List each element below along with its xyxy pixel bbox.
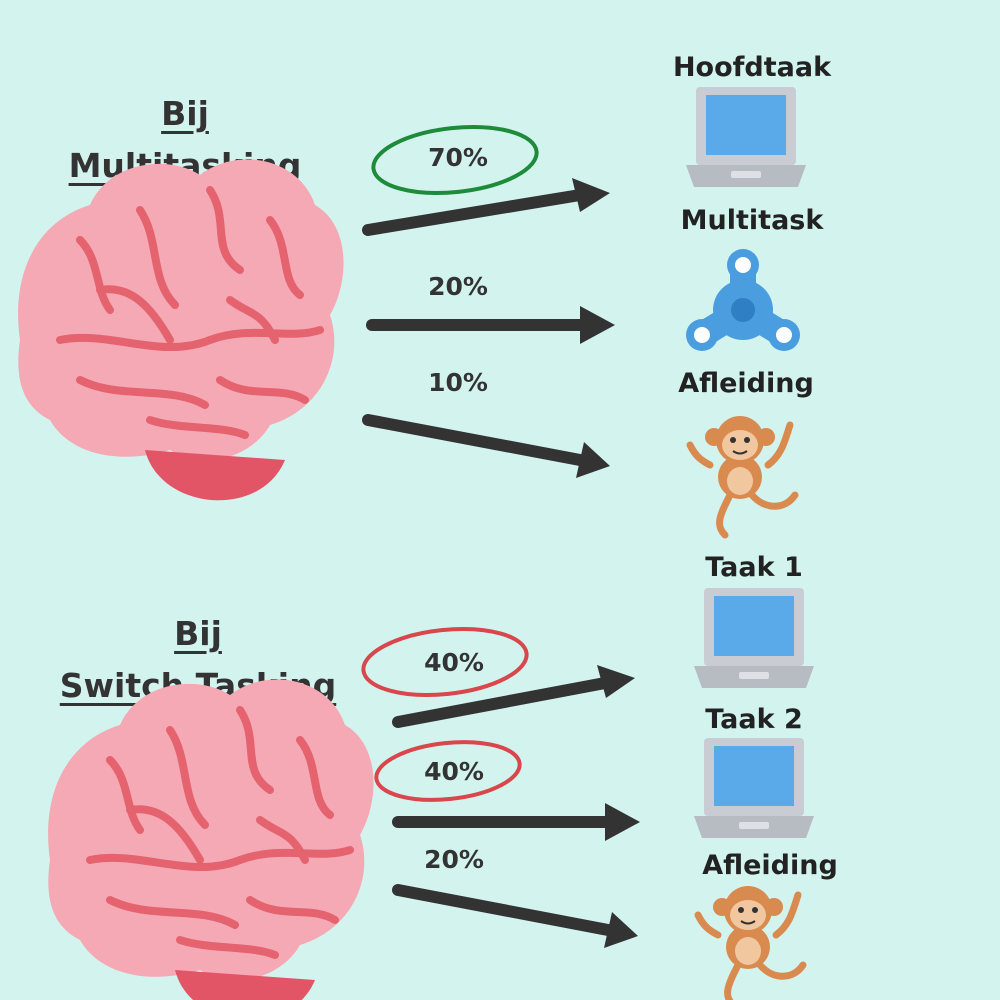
- multitasking-heading-line1: Bij: [161, 94, 209, 133]
- fidget-spinner-icon: [686, 249, 800, 351]
- arrow-afleiding-top: [362, 414, 586, 466]
- percent-label-taak-1: 40%: [424, 648, 484, 677]
- target-label-afleiding-top: Afleiding: [678, 368, 814, 399]
- red-highlight-circle-2: [374, 740, 522, 802]
- target-label-afleiding-bottom: Afleiding: [702, 850, 838, 881]
- target-label-multitask: Multitask: [680, 205, 824, 236]
- percent-label-multitask: 20%: [428, 272, 488, 301]
- brain-illustration-bottom: [48, 679, 373, 1000]
- green-highlight-circle: [371, 125, 539, 195]
- laptop-icon-taak-1: [694, 588, 814, 688]
- arrow-taak-1: [392, 677, 611, 728]
- target-label-taak-1: Taak 1: [705, 552, 803, 583]
- brain-illustration-top: [18, 159, 343, 500]
- percent-label-afleiding-top: 10%: [428, 368, 488, 397]
- percent-label-taak-2: 40%: [424, 757, 484, 786]
- arrow-afleiding-bottom: [392, 884, 614, 936]
- monkey-icon-top: [690, 416, 795, 535]
- arrow-hoofdtaak: [362, 189, 586, 236]
- laptop-icon-taak-2: [694, 738, 814, 838]
- percent-label-afleiding-bottom: 20%: [424, 845, 484, 874]
- target-label-taak-2: Taak 2: [705, 704, 803, 735]
- monkey-icon-bottom: [698, 886, 803, 1000]
- percent-label-hoofdtaak: 70%: [428, 143, 488, 172]
- target-label-hoofdtaak: Hoofdtaak: [672, 52, 832, 83]
- red-highlight-circle-1: [361, 627, 529, 697]
- switch-tasking-heading-line1: Bij: [174, 614, 222, 653]
- laptop-icon-hoofdtaak: [686, 87, 806, 187]
